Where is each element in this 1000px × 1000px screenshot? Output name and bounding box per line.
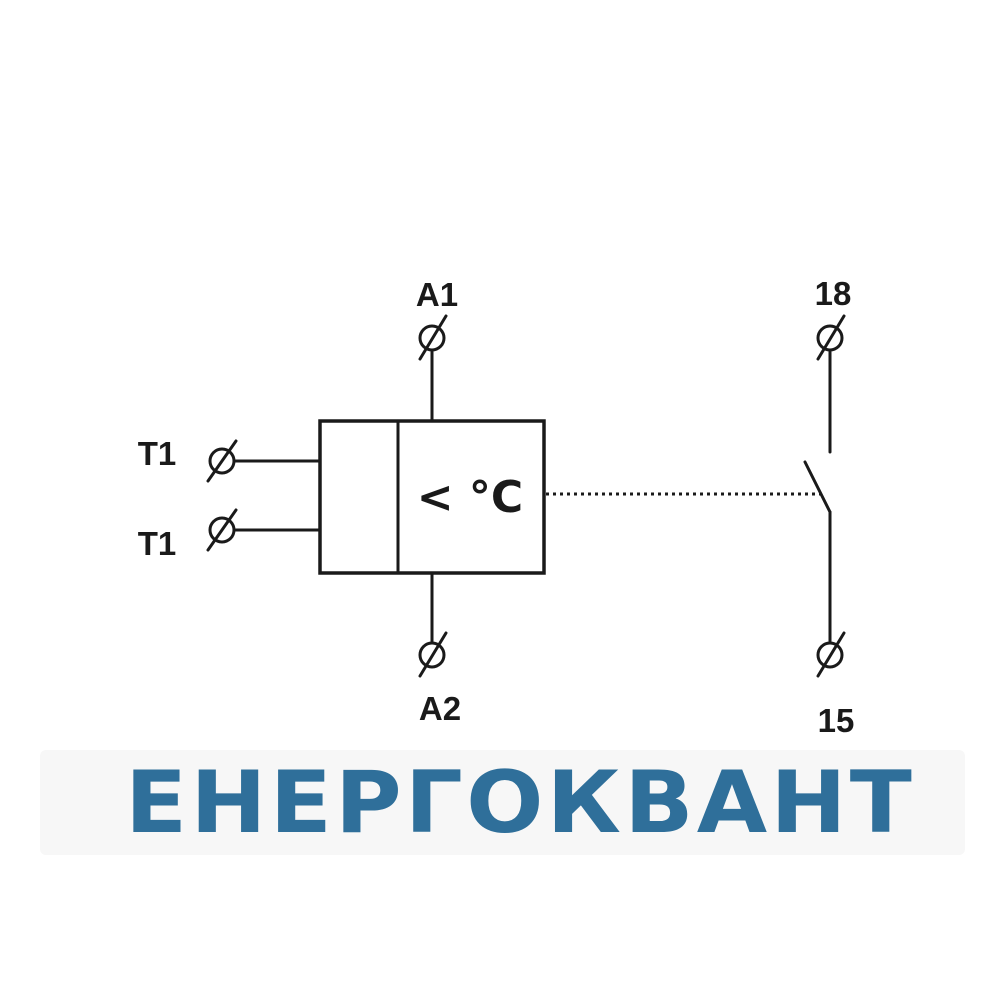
relay-housing bbox=[318, 419, 546, 575]
output-contact: 18 15 bbox=[803, 275, 855, 739]
contact-18-label: 18 bbox=[815, 275, 852, 312]
terminal-t1-top: T1 bbox=[138, 435, 322, 483]
terminal-t1-top-label: T1 bbox=[138, 435, 177, 472]
normally-open-contact-icon bbox=[803, 460, 832, 514]
screw-terminal-icon bbox=[816, 631, 846, 678]
terminal-t1-bottom: T1 bbox=[138, 508, 322, 562]
terminal-a1: A1 bbox=[416, 276, 458, 423]
screw-terminal-icon bbox=[206, 508, 238, 552]
brand-logo-text: ЕНЕРГОКВАНТ bbox=[125, 753, 915, 853]
relay-body: < °C bbox=[318, 419, 546, 575]
terminal-a2: A2 bbox=[418, 571, 461, 727]
contact-15-label: 15 bbox=[818, 702, 855, 739]
temperature-function-symbol: < °C bbox=[417, 472, 523, 523]
terminal-a2-label: A2 bbox=[419, 690, 461, 727]
screw-terminal-icon bbox=[206, 439, 238, 483]
terminal-a1-label: A1 bbox=[416, 276, 458, 313]
terminal-t1-bottom-label: T1 bbox=[138, 525, 177, 562]
screw-terminal-icon bbox=[418, 631, 448, 678]
logo-backdrop bbox=[40, 750, 965, 855]
